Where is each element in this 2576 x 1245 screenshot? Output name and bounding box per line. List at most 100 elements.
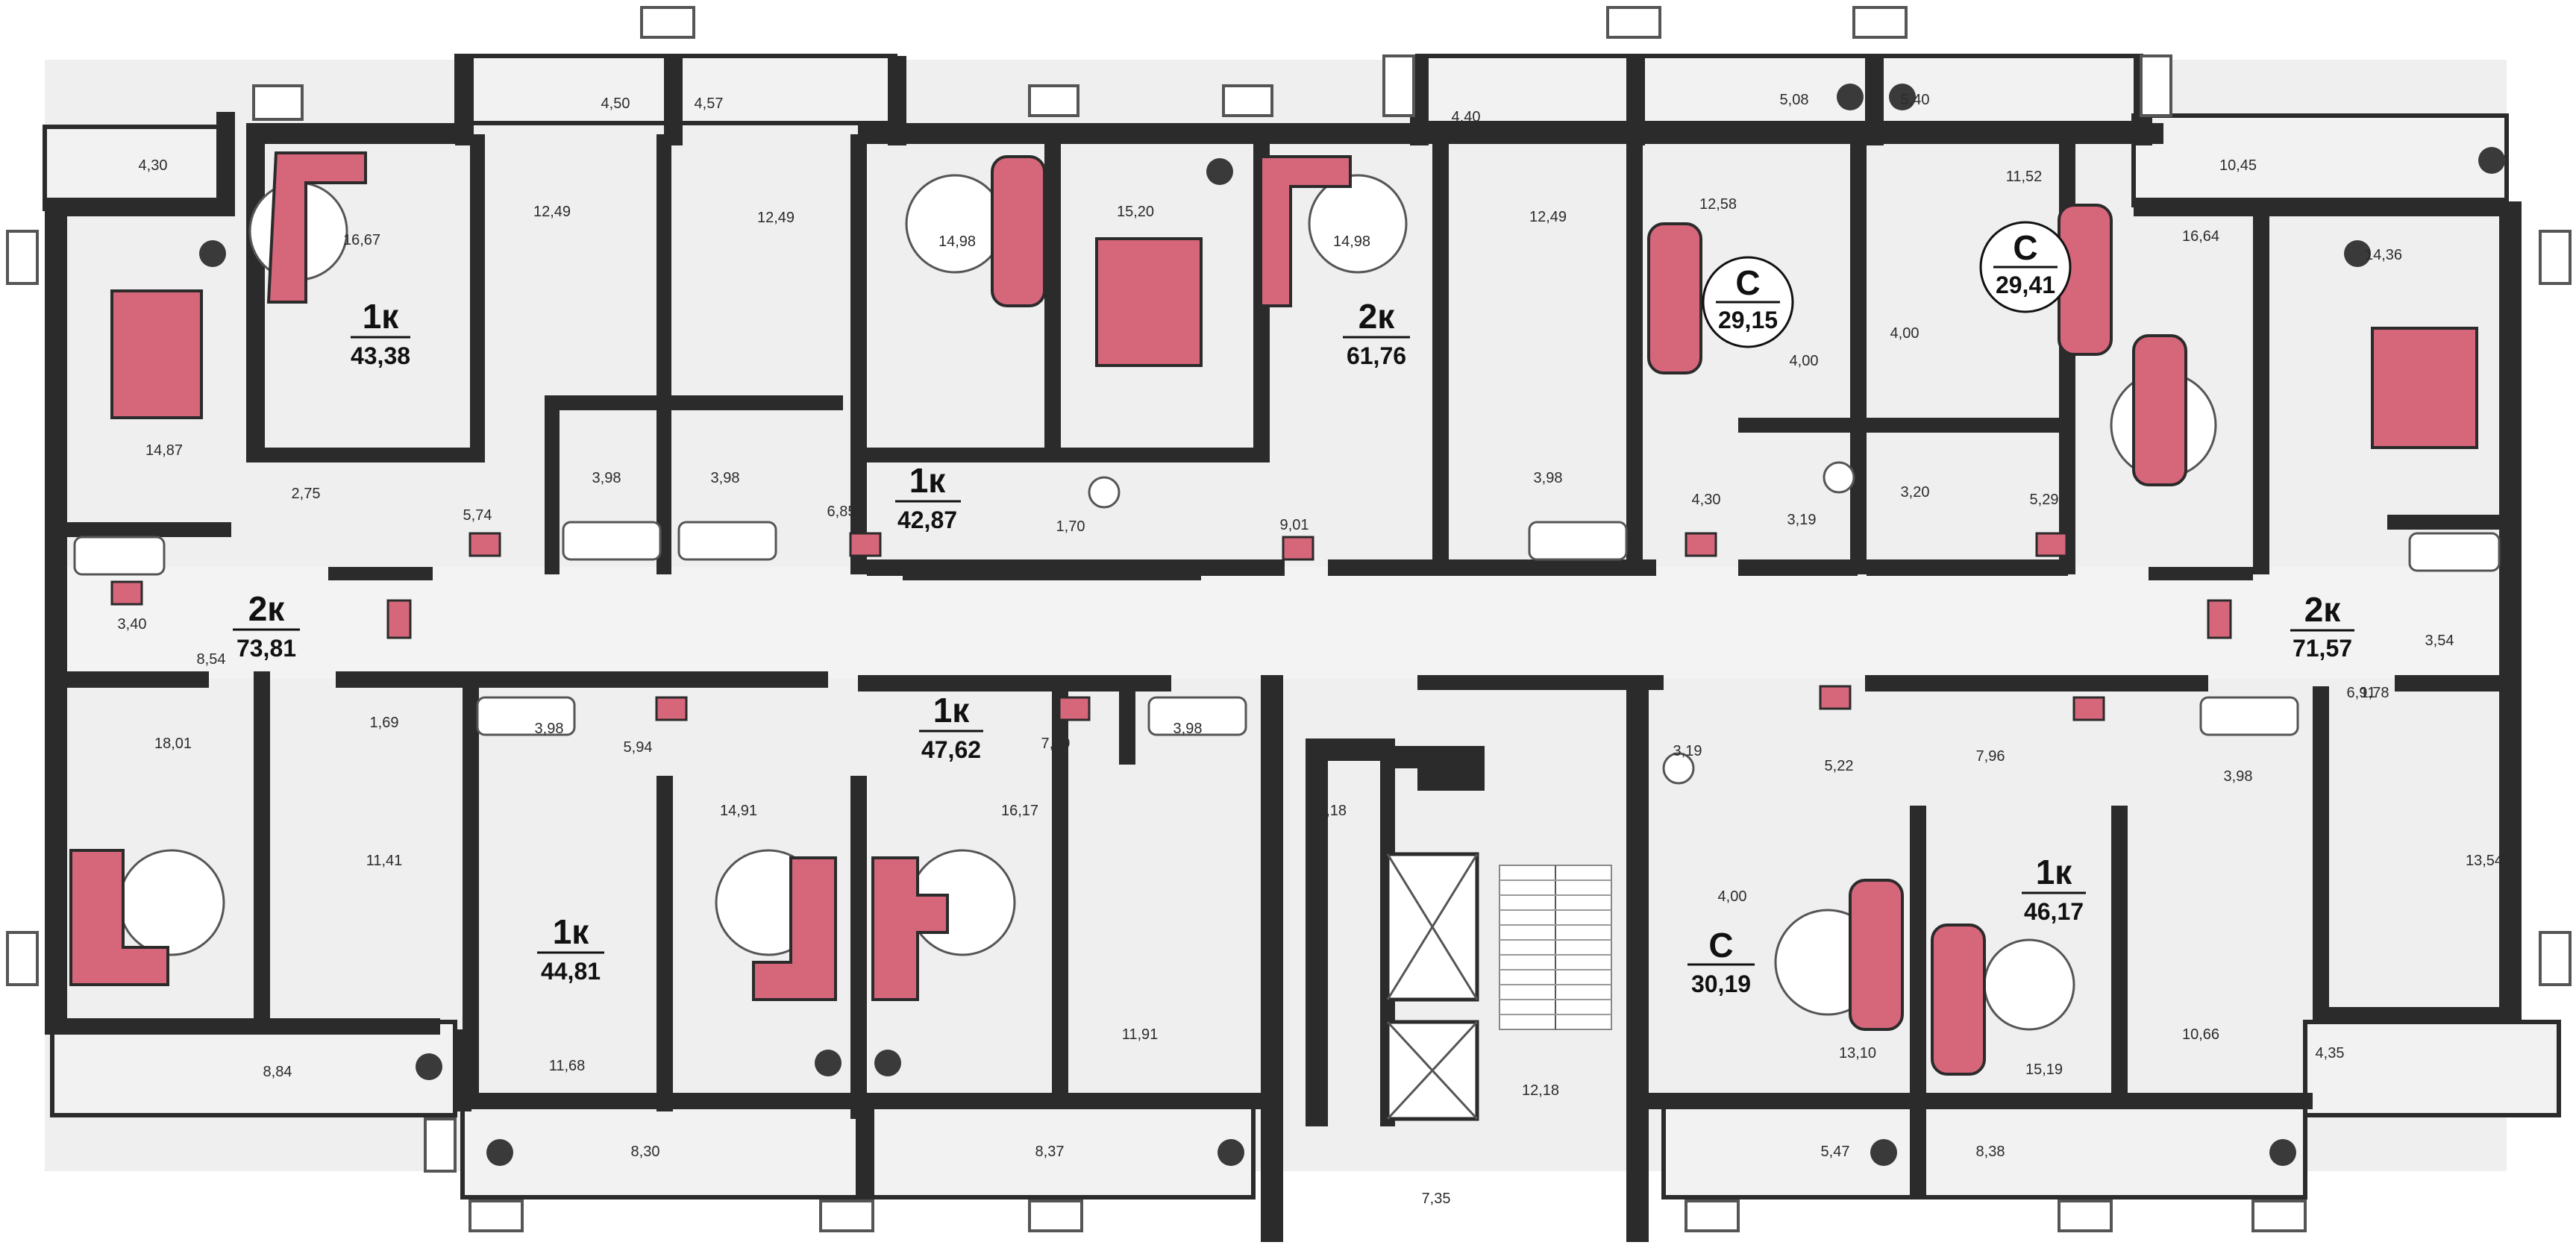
room-area: 3,98: [711, 470, 740, 486]
room-area: 5,94: [624, 739, 653, 756]
room-area: 11,91: [1122, 1026, 1159, 1043]
room-area: 4,30: [1692, 492, 1721, 508]
room-area: 13,18: [1309, 803, 1347, 819]
apartment-badges: 1к 43,38 2к 61,76 С 29,15 С 29,41 1к 42,…: [233, 221, 2354, 997]
room-area: 8,37: [1035, 1144, 1065, 1160]
room-area: 6,91: [2347, 685, 2376, 701]
apartment-type: С: [1708, 926, 1733, 965]
room-area: 4,50: [601, 95, 630, 112]
room-area: 15,19: [2025, 1061, 2063, 1078]
room-area: 1,78: [2360, 685, 2389, 701]
room-area: 5,40: [1901, 92, 1930, 108]
apartment-area: 71,57: [2293, 635, 2352, 662]
room-area: 3,19: [1673, 743, 1702, 759]
room-area: 16,67: [343, 232, 380, 248]
room-area: 8,54: [197, 651, 226, 668]
apartment-type: 2к: [2304, 590, 2342, 629]
room-area: 4,00: [1790, 353, 1819, 369]
apartment-type: 2к: [248, 589, 286, 628]
room-area: 7,19: [1041, 736, 1071, 752]
room-area: 1,69: [370, 715, 399, 731]
room-area: 4,40: [1452, 109, 1481, 125]
apartment-area: 46,17: [2024, 898, 2084, 925]
room-area: 5,47: [1821, 1144, 1850, 1160]
room-area: 18,01: [154, 736, 192, 752]
room-area: 3,20: [1901, 484, 1930, 501]
room-area: 3,98: [592, 470, 621, 486]
apartment-type: 1к: [909, 461, 947, 500]
corridor: [60, 567, 2499, 679]
room-area: 13,54: [2466, 853, 2503, 869]
room-area: 4,00: [1890, 325, 1920, 342]
apartment-type: 2к: [1358, 297, 1396, 336]
apartment-area: 43,38: [351, 342, 410, 369]
room-area: 3,98: [2224, 768, 2253, 785]
staircase: [1499, 865, 1612, 1030]
room-area: 8,84: [263, 1064, 292, 1080]
room-area: 14,98: [938, 233, 976, 250]
room-area: 11,68: [549, 1058, 586, 1074]
room-area: 11,52: [2006, 169, 2043, 185]
apartment-area: 73,81: [236, 635, 296, 662]
apartment-area: 44,81: [541, 958, 601, 985]
apartment-type: 1к: [553, 912, 590, 951]
room-area: 4,30: [139, 157, 168, 174]
apartment-area: 29,41: [1996, 272, 2055, 298]
room-area: 14,98: [1333, 233, 1370, 250]
room-area: 4,00: [1718, 888, 1747, 905]
room-area: 8,30: [631, 1144, 660, 1160]
apartment-type: С: [2013, 228, 2037, 267]
room-area: 10,66: [2182, 1026, 2219, 1043]
furniture: [69, 151, 2478, 1076]
room-area: 3,40: [118, 616, 147, 633]
apartment-type: 1к: [933, 691, 971, 730]
room-area: 12,49: [1529, 209, 1567, 225]
apartment-type: 1к: [363, 297, 400, 336]
room-area: 14,91: [720, 803, 757, 819]
apartment-area: 47,62: [921, 736, 981, 763]
room-area: 3,98: [1534, 470, 1563, 486]
room-area: 7,96: [1976, 748, 2005, 765]
apartment-type: С: [1735, 263, 1760, 302]
room-area: 8,38: [1976, 1144, 2005, 1160]
room-area: 3,98: [535, 721, 564, 737]
windows: [6, 6, 2572, 1232]
room-area: 10,45: [2219, 157, 2257, 174]
room-area: 12,58: [1699, 196, 1737, 213]
room-area: 13,10: [1839, 1045, 1876, 1061]
room-area-labels: 4,30 4,50 4,57 16,67 12,49 12,49 14,98 1…: [118, 92, 2504, 1207]
room-area: 4,57: [695, 95, 724, 112]
room-area: 12,49: [757, 210, 795, 226]
room-area: 3,54: [2425, 633, 2454, 649]
apartment-area: 29,15: [1718, 307, 1778, 333]
room-area: 11,41: [366, 853, 403, 869]
room-area: 5,08: [1780, 92, 1809, 108]
apartment-area: 42,87: [897, 507, 957, 533]
room-area: 3,98: [1173, 721, 1203, 737]
room-area: 5,74: [463, 507, 492, 524]
room-area: 4,35: [2316, 1045, 2345, 1061]
elevators: [1385, 852, 1479, 1121]
room-area: 14,36: [2365, 247, 2402, 263]
apartment-area: 61,76: [1347, 342, 1406, 369]
apartment-area: 30,19: [1691, 970, 1751, 997]
room-area: 1,70: [1056, 518, 1085, 535]
balconies: [43, 54, 2561, 1199]
room-area: 7,35: [1422, 1191, 1451, 1207]
room-area: 12,49: [533, 204, 571, 220]
plants: [199, 84, 2505, 1166]
room-area: 14,87: [145, 442, 183, 459]
room-area: 9,01: [1280, 517, 1309, 533]
room-area: 16,17: [1001, 803, 1038, 819]
room-area: 5,22: [1825, 758, 1854, 774]
room-area: 16,64: [2182, 228, 2219, 245]
room-area: 5,29: [2030, 492, 2059, 508]
room-area: 12,18: [1522, 1082, 1559, 1099]
walls: [45, 56, 2522, 1242]
room-area: 3,19: [1787, 512, 1817, 528]
room-area: 6,85: [827, 504, 856, 520]
room-area: 2,75: [292, 486, 321, 502]
room-area: 15,20: [1117, 204, 1154, 220]
apartment-type: 1к: [2036, 853, 2073, 891]
